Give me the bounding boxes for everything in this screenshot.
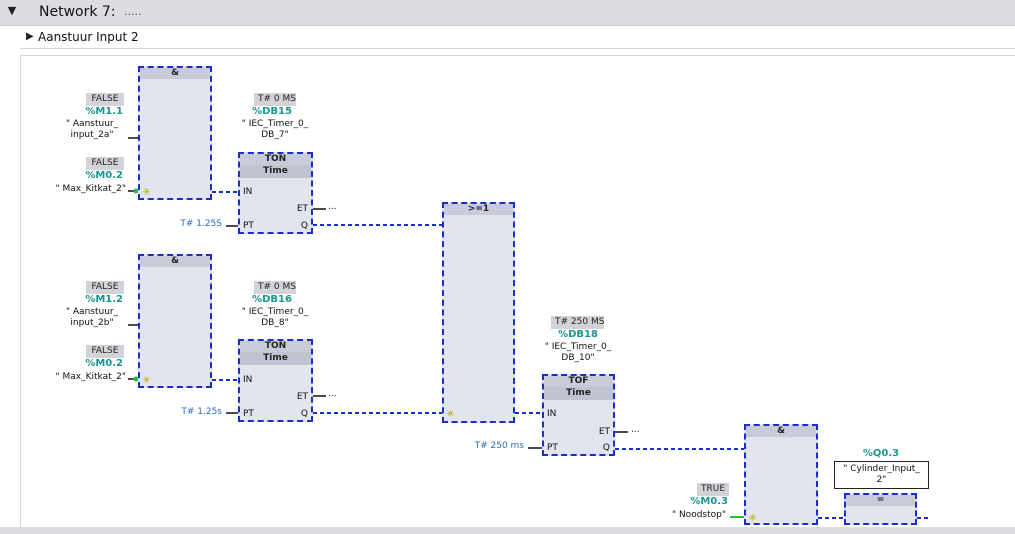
r2-in1-tag-line2[interactable]: input_2b"	[70, 318, 114, 328]
ton-1-pin-in: IN	[243, 187, 253, 197]
ton-block-2-type: TON	[240, 341, 311, 352]
contact-dot-r1	[133, 188, 139, 194]
tof-block-datatype[interactable]: Time	[544, 387, 613, 400]
r2-in2-value: FALSE	[86, 345, 124, 358]
negate-star-icon: ✳	[142, 187, 151, 198]
negate-star-icon: ✳	[748, 513, 757, 524]
r1-in2-value: FALSE	[86, 157, 124, 170]
r1-timer-et-out[interactable]: ...	[328, 202, 337, 212]
r1-timer-db[interactable]: %DB15	[252, 106, 292, 117]
r2-timer-pt-value[interactable]: T# 1.25s	[181, 407, 222, 417]
negate-star-icon: ✳	[142, 375, 151, 386]
horizontal-scrollbar[interactable]	[0, 527, 1015, 534]
tof-et-out[interactable]: ...	[631, 425, 640, 435]
assign-coil-symbol: =	[846, 495, 915, 506]
noodstop-address[interactable]: %M0.3	[690, 496, 728, 507]
network-title: Network 7:	[39, 4, 116, 20]
ton-2-pin-pt: PT	[243, 409, 254, 419]
tof-name-line2[interactable]: DB_10"	[561, 353, 595, 363]
contact-dot-r2	[133, 376, 139, 382]
or-block[interactable]: >=1 ✳	[442, 202, 515, 423]
r1-in1-tag-line2[interactable]: input_2a"	[70, 130, 114, 140]
output-address[interactable]: %Q0.3	[862, 448, 900, 459]
and-block-3-symbol: &	[746, 426, 816, 437]
r1-in1-value: FALSE	[86, 93, 124, 106]
tof-pt-value[interactable]: T# 250 ms	[474, 441, 524, 451]
tof-pin-in: IN	[547, 409, 557, 419]
collapse-chevron-icon[interactable]: ▼	[7, 4, 17, 17]
network-header[interactable]: ▼ Network 7: .....	[0, 0, 1015, 26]
ton-2-pin-q: Q	[300, 409, 308, 419]
ton-block-1[interactable]: TON Time IN PT ET Q	[238, 152, 313, 234]
r2-in2-tag[interactable]: " Max_Kitkat_2"	[55, 372, 126, 382]
tof-db[interactable]: %DB18	[558, 329, 598, 340]
output-tag-line1: " Cylinder_Input_	[843, 464, 920, 474]
output-tag-box[interactable]: " Cylinder_Input_ 2"	[834, 461, 929, 489]
output-tag-line2: 2"	[876, 475, 887, 485]
r2-in1-tag-line1[interactable]: " Aanstuur_	[65, 307, 119, 317]
r2-timer-db[interactable]: %DB16	[252, 294, 292, 305]
noodstop-tag[interactable]: " Noodstop"	[671, 510, 726, 520]
ton-block-1-type: TON	[240, 154, 311, 165]
ton-1-pin-et: ET	[296, 204, 308, 214]
r1-timer-pt-value[interactable]: T# 1.25S	[180, 219, 222, 229]
r1-in2-tag[interactable]: " Max_Kitkat_2"	[55, 184, 126, 194]
ton-2-pin-et: ET	[296, 392, 308, 402]
negate-star-icon: ✳	[446, 409, 455, 420]
r2-in1-address[interactable]: %M1.2	[85, 294, 123, 305]
or-block-symbol: >=1	[444, 204, 513, 215]
r1-timer-value: T# 0 MS	[254, 93, 296, 106]
r1-timer-name-line2[interactable]: DB_7"	[261, 130, 289, 140]
r2-timer-name-line1[interactable]: " IEC_Timer_0_	[241, 307, 309, 317]
network-subtitle-row[interactable]: ▶ Aanstuur Input 2	[20, 27, 1015, 49]
and-block-3[interactable]: & ✳	[744, 424, 818, 525]
tof-value: T# 250 MS	[551, 316, 604, 329]
tof-pin-pt: PT	[547, 443, 558, 453]
r2-in2-address[interactable]: %M0.2	[85, 358, 123, 369]
r2-timer-et-out[interactable]: ...	[328, 389, 337, 399]
tof-pin-et: ET	[598, 427, 610, 437]
ton-1-pin-q: Q	[300, 221, 308, 231]
r1-in1-address[interactable]: %M1.1	[85, 106, 123, 117]
r1-in1-tag-line1[interactable]: " Aanstuur_	[65, 119, 119, 129]
and-block-1[interactable]: & ✳	[138, 66, 212, 200]
network-subtitle: Aanstuur Input 2	[38, 30, 139, 44]
r2-timer-name-line2[interactable]: DB_8"	[261, 318, 289, 328]
ton-1-pin-pt: PT	[243, 221, 254, 231]
r2-timer-value: T# 0 MS	[254, 281, 296, 294]
r1-timer-name-line1[interactable]: " IEC_Timer_0_	[241, 119, 309, 129]
and-block-1-symbol: &	[140, 68, 210, 79]
tof-pin-q: Q	[602, 443, 610, 453]
noodstop-value: TRUE	[697, 483, 729, 496]
assign-coil-block[interactable]: =	[844, 493, 917, 525]
tof-block-type: TOF	[544, 376, 613, 387]
ton-2-pin-in: IN	[243, 375, 253, 385]
ton-block-2-datatype[interactable]: Time	[240, 352, 311, 365]
tof-name-line1[interactable]: " IEC_Timer_0_	[544, 342, 612, 352]
r1-in2-address[interactable]: %M0.2	[85, 170, 123, 181]
r2-in1-value: FALSE	[86, 281, 124, 294]
and-block-2[interactable]: & ✳	[138, 254, 212, 388]
and-block-2-symbol: &	[140, 256, 210, 267]
expand-arrow-icon[interactable]: ▶	[26, 31, 34, 42]
ton-block-1-datatype[interactable]: Time	[240, 165, 311, 178]
ton-block-2[interactable]: TON Time IN PT ET Q	[238, 339, 313, 422]
ladder-canvas	[20, 55, 1015, 528]
network-comment[interactable]: .....	[124, 5, 142, 18]
tof-block[interactable]: TOF Time IN PT ET Q	[542, 374, 615, 456]
